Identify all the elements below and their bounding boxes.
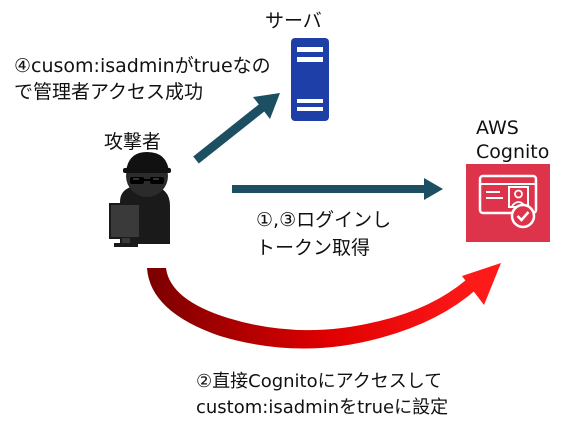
step4-line1: ④cusom:isadminがtrueなの [14,55,271,77]
aws-cognito-icon [466,164,550,242]
attacker-label: 攻撃者 [104,131,162,153]
arrow-step2-curved [147,263,501,349]
step2-line2: custom:isadminをtrueに設定 [196,397,449,418]
server-icon [291,38,329,121]
step13-line2: トークン取得 [256,237,371,259]
step2-line1: ②直接Cognitoにアクセスして [196,371,443,392]
arrow-step4-to-server [193,93,280,164]
cognito-label-line1: AWS [476,117,519,139]
hacker-icon [109,152,171,247]
cognito-label-line2: Cognito [476,141,550,163]
step4-line2: で管理者アクセス成功 [14,81,204,103]
server-label: サーバ [265,10,322,32]
step13-line1: ①,③ログインし [256,209,392,231]
arrow-step13-to-cognito [232,178,443,200]
